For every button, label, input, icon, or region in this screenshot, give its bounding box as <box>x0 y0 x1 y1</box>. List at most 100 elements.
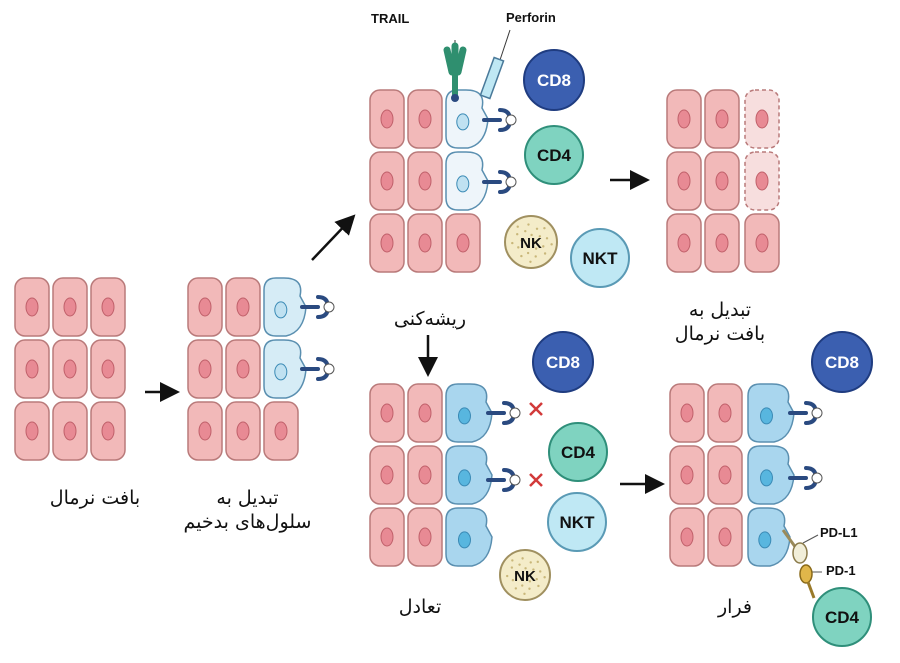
normal-cell <box>52 277 88 337</box>
label-return-to-normal: تبدیل به بافت نرمال <box>674 299 766 345</box>
normal-cell <box>407 507 443 567</box>
nkt-cell-elimination-label: NKT <box>583 249 619 268</box>
equilibrium-panel <box>369 383 521 567</box>
antigen-receptor <box>486 401 521 425</box>
nk-cell-elimination: NK <box>504 215 558 269</box>
cd4-cell-elimination-label: CD4 <box>537 146 572 165</box>
cd4-cell-escape-label: CD4 <box>825 608 860 627</box>
normal-cell <box>90 339 126 399</box>
label-escape: فرار <box>717 596 753 618</box>
normal-cell <box>407 445 443 505</box>
antigen-receptor <box>788 401 823 425</box>
label-trail: TRAIL <box>371 11 410 26</box>
label-elimination: ریشه‌کنی <box>393 308 467 330</box>
normal-cell <box>707 383 743 443</box>
nk-cell-equilibrium-label: NK <box>514 568 536 585</box>
normal-cell <box>666 89 702 149</box>
normal-cell <box>407 213 443 273</box>
normal-cell <box>263 401 299 461</box>
tumor-cell <box>445 151 489 211</box>
cd4-cell-equilibrium-label: CD4 <box>561 443 596 462</box>
cd8-cell-equilibrium: CD8 <box>532 331 594 393</box>
normal-cell <box>445 213 481 273</box>
tumor-cell <box>263 339 307 399</box>
cd8-cell-equilibrium-label: CD8 <box>546 353 580 372</box>
normal-cell <box>707 507 743 567</box>
normal-cell <box>704 213 740 273</box>
blocked-x-mark <box>529 402 543 416</box>
tumor-cell <box>747 445 795 505</box>
normal-cell <box>14 401 50 461</box>
tumor-cell <box>747 507 791 567</box>
normal-cell <box>669 507 705 567</box>
normal-cell <box>666 151 702 211</box>
normal-tissue-panel <box>14 277 126 461</box>
normal-cell <box>669 383 705 443</box>
cd4-cell-elimination: CD4 <box>524 125 584 185</box>
pd1-pdl1-interaction <box>781 529 822 599</box>
normal-cell <box>369 151 405 211</box>
arrow-transform-to-elimination <box>311 214 356 261</box>
cd4-cell-escape: CD4 <box>812 587 872 647</box>
antigen-receptor <box>482 170 517 194</box>
normal-cell <box>666 213 702 273</box>
cd8-cell-escape: CD8 <box>811 331 873 393</box>
normal-cell <box>52 339 88 399</box>
cd8-cell-elimination-label: CD8 <box>537 71 571 90</box>
tumor-cell <box>263 277 307 337</box>
normal-cell <box>707 445 743 505</box>
normal-cell <box>369 383 405 443</box>
normal-cell <box>744 89 780 149</box>
label-equilibrium: تعادل <box>398 596 442 618</box>
trail-molecule <box>443 40 467 102</box>
escape-panel <box>669 383 823 567</box>
normal-cell <box>187 339 223 399</box>
antigen-receptor <box>300 357 335 381</box>
label-normal-tissue: بافت نرمال <box>49 487 141 509</box>
normal-cell <box>187 401 223 461</box>
label-pd-l1: PD-L1 <box>820 525 858 540</box>
normal-cell <box>187 277 223 337</box>
label-transformation: تبدیل به سلول‌های بدخیم <box>183 487 312 533</box>
normal-cell <box>704 89 740 149</box>
cd4-cell-equilibrium: CD4 <box>548 422 608 482</box>
nkt-cell-equilibrium-label: NKT <box>560 513 596 532</box>
normal-cell <box>90 401 126 461</box>
tumor-cell <box>445 89 489 149</box>
tumor-cell <box>445 445 493 505</box>
nk-cell-equilibrium: NK <box>499 549 551 601</box>
nkt-cell-elimination: NKT <box>570 228 630 288</box>
cd8-cell-elimination: CD8 <box>523 49 585 111</box>
normal-cell <box>704 151 740 211</box>
normal-cell <box>369 507 405 567</box>
normal-cell <box>369 445 405 505</box>
normal-cell <box>52 401 88 461</box>
normal-cell <box>407 383 443 443</box>
normal-cell <box>90 277 126 337</box>
nkt-cell-equilibrium: NKT <box>547 492 607 552</box>
normal-cell <box>225 339 261 399</box>
tumor-cell <box>747 383 795 443</box>
nk-cell-elimination-label: NK <box>520 235 542 252</box>
return-to-normal-panel <box>666 89 780 273</box>
tumor-cell <box>445 383 493 443</box>
label-perforin: Perforin <box>506 10 556 25</box>
cd8-cell-escape-label: CD8 <box>825 353 859 372</box>
normal-cell <box>369 89 405 149</box>
perforin-molecule <box>479 29 511 100</box>
normal-cell <box>407 151 443 211</box>
antigen-receptor <box>788 466 823 490</box>
normal-cell <box>14 277 50 337</box>
label-pd-1: PD-1 <box>826 563 856 578</box>
normal-cell <box>225 401 261 461</box>
antigen-receptor <box>486 468 521 492</box>
normal-cell <box>744 151 780 211</box>
tumor-cell <box>445 507 493 567</box>
normal-cell <box>225 277 261 337</box>
normal-cell <box>14 339 50 399</box>
normal-cell <box>369 213 405 273</box>
normal-cell <box>669 445 705 505</box>
elimination-panel <box>369 89 517 273</box>
